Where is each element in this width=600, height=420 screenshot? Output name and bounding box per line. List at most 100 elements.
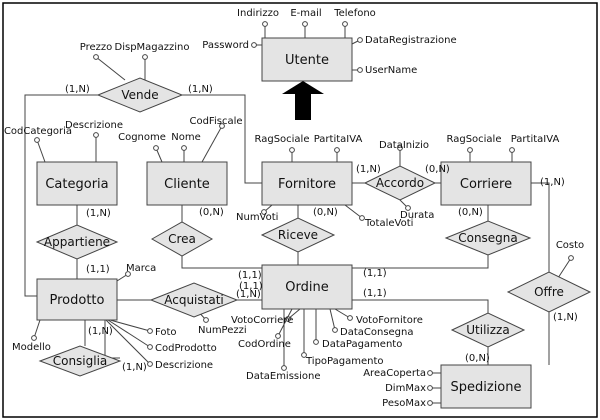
card-riceve-ordine: (1,1) bbox=[239, 281, 263, 292]
attr-email: E-mail bbox=[290, 8, 321, 19]
attr-password: Password bbox=[202, 40, 249, 51]
cardinality-labels: (1,N) (1,N) (1,N) (0,N) (1,N) (1,N) (1,1… bbox=[65, 84, 578, 373]
attr-voto-fornitore: VotoFornitore bbox=[356, 315, 423, 326]
attr-data-pagamento: DataPagamento bbox=[322, 339, 402, 350]
entity-utente[interactable]: Utente bbox=[261, 37, 353, 82]
relationship-consegna-label: Consegna bbox=[458, 231, 518, 245]
attr-username: UserName bbox=[365, 65, 417, 76]
attr-modello: Modello bbox=[12, 342, 51, 353]
entity-cliente[interactable]: Cliente bbox=[146, 161, 228, 206]
attr-cod-prodotto: CodProdotto bbox=[155, 343, 217, 354]
card-consegna-corriere: (0,N) bbox=[458, 207, 483, 218]
entity-spedizione-label: Spedizione bbox=[451, 380, 522, 395]
relationships: Vende Accordo Appartiene Crea Riceve Con… bbox=[35, 77, 592, 377]
attr-dim-max: DimMax bbox=[385, 383, 426, 394]
attr-cod-categoria: CodCategoria bbox=[4, 126, 72, 137]
relationship-acquistati-label: Acquistati bbox=[164, 293, 224, 307]
attr-cod-ordine: CodOrdine bbox=[238, 339, 291, 350]
card-accordo-fornitore: (1,N) bbox=[356, 164, 381, 175]
attr-marca: Marca bbox=[126, 263, 156, 274]
attr-indirizzo: Indirizzo bbox=[237, 8, 279, 19]
attr-durata: Durata bbox=[400, 210, 434, 221]
relationship-riceve[interactable]: Riceve bbox=[260, 217, 336, 253]
card-consegna-ordine: (1,1) bbox=[363, 268, 387, 279]
attr-num-pezzi: NumPezzi bbox=[198, 325, 247, 336]
entity-fornitore[interactable]: Fornitore bbox=[261, 161, 353, 206]
attr-rag-sociale-corriere: RagSociale bbox=[446, 134, 501, 145]
attr-tipo-pagamento: TipoPagamento bbox=[305, 356, 384, 367]
card-appartiene-categoria: (1,N) bbox=[86, 208, 111, 219]
isa-arrow bbox=[282, 81, 324, 120]
attr-rag-sociale-fornitore: RagSociale bbox=[254, 134, 309, 145]
relationship-vende-label: Vende bbox=[121, 88, 158, 102]
relationship-consiglia-label: Consiglia bbox=[53, 354, 108, 368]
card-accordo-corriere: (0,N) bbox=[425, 164, 450, 175]
entity-categoria[interactable]: Categoria bbox=[36, 161, 118, 206]
attr-nome: Nome bbox=[171, 132, 201, 143]
attr-cod-fiscale: CodFiscale bbox=[189, 116, 242, 127]
relationship-accordo-label: Accordo bbox=[376, 176, 424, 190]
relationship-offre[interactable]: Offre bbox=[506, 271, 592, 313]
attr-totale-voti: TotaleVoti bbox=[364, 218, 413, 229]
card-offre-corriere: (1,N) bbox=[540, 177, 565, 188]
entity-corriere-label: Corriere bbox=[460, 177, 512, 192]
card-consiglia-top: (1,N) bbox=[88, 326, 113, 337]
relationship-vende[interactable]: Vende bbox=[96, 77, 184, 113]
entity-fornitore-label: Fornitore bbox=[278, 177, 336, 192]
relationship-accordo[interactable]: Accordo bbox=[363, 165, 437, 201]
card-crea-ordine: (1,1) bbox=[238, 270, 262, 281]
connection-lines bbox=[24, 94, 550, 365]
attr-foto: Foto bbox=[155, 327, 177, 338]
attr-area-coperta: AreaCoperta bbox=[363, 368, 426, 379]
attribute-labels: Indirizzo E-mail Telefono Password DataR… bbox=[4, 8, 584, 409]
attr-telefono: Telefono bbox=[333, 8, 376, 19]
attr-cognome: Cognome bbox=[118, 132, 166, 143]
attr-descrizione-categoria: Descrizione bbox=[65, 120, 123, 131]
attr-data-emissione: DataEmissione bbox=[246, 371, 321, 382]
attr-voto-corriere: VotoCorriere bbox=[231, 315, 293, 326]
relationship-consegna[interactable]: Consegna bbox=[444, 220, 532, 256]
card-offre-spedizione: (1,N) bbox=[553, 312, 578, 323]
relationship-consiglia[interactable]: Consiglia bbox=[38, 345, 122, 377]
entity-prodotto-label: Prodotto bbox=[50, 293, 105, 308]
relationship-appartiene-label: Appartiene bbox=[44, 235, 110, 249]
relationship-acquistati[interactable]: Acquistati bbox=[149, 282, 239, 318]
entity-corriere[interactable]: Corriere bbox=[440, 161, 532, 206]
card-vende-fornitore: (1,N) bbox=[188, 84, 213, 95]
attr-prezzo: Prezzo bbox=[80, 42, 113, 53]
attr-peso-max: PesoMax bbox=[382, 398, 426, 409]
card-utilizza-spedizione: (0,N) bbox=[465, 353, 490, 364]
entity-spedizione[interactable]: Spedizione bbox=[440, 364, 532, 409]
relationship-utilizza[interactable]: Utilizza bbox=[450, 312, 526, 348]
card-appartiene-prodotto: (1,1) bbox=[86, 264, 110, 275]
attr-costo: Costo bbox=[556, 240, 584, 251]
card-vende-prodotto: (1,N) bbox=[65, 84, 90, 95]
attr-data-registrazione: DataRegistrazione bbox=[365, 35, 457, 46]
relationship-crea-label: Crea bbox=[168, 232, 196, 246]
attr-data-consegna: DataConsegna bbox=[340, 327, 414, 338]
card-acquistati-ordine: (1,N) bbox=[236, 289, 261, 300]
relationship-offre-label: Offre bbox=[534, 285, 564, 299]
relationship-crea[interactable]: Crea bbox=[150, 221, 214, 257]
attribute-stems bbox=[31, 21, 574, 406]
card-utilizza-ordine: (1,1) bbox=[363, 288, 387, 299]
attr-disp-magazzino: DispMagazzino bbox=[115, 42, 190, 53]
attr-data-inizio: DataInizio bbox=[379, 140, 429, 151]
attr-partita-iva-fornitore: PartitaIVA bbox=[314, 134, 363, 145]
entity-utente-label: Utente bbox=[285, 53, 329, 68]
entity-categoria-label: Categoria bbox=[45, 177, 108, 192]
relationship-riceve-label: Riceve bbox=[278, 228, 318, 242]
entities: Utente Categoria Cliente Fornitore Corri… bbox=[36, 37, 532, 409]
entity-prodotto[interactable]: Prodotto bbox=[36, 278, 118, 321]
entity-cliente-label: Cliente bbox=[164, 177, 210, 192]
attr-num-voti: NumVoti bbox=[236, 212, 278, 223]
card-consiglia-bottom: (1,N) bbox=[122, 362, 147, 373]
relationship-appartiene[interactable]: Appartiene bbox=[35, 224, 119, 260]
entity-ordine[interactable]: Ordine bbox=[261, 264, 353, 310]
attr-descrizione-prodotto: Descrizione bbox=[155, 360, 213, 371]
entity-ordine-label: Ordine bbox=[285, 280, 328, 295]
card-riceve-fornitore: (0,N) bbox=[313, 207, 338, 218]
attr-partita-iva-corriere: PartitaIVA bbox=[511, 134, 560, 145]
